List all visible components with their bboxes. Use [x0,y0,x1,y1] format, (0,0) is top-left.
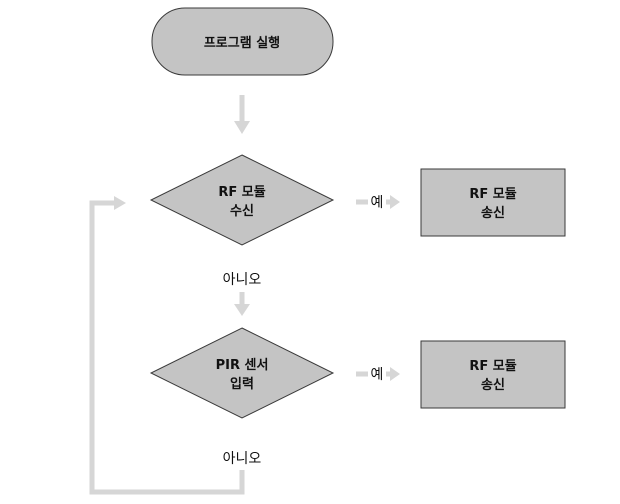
arrow-start-to-rf-receive-head [234,121,250,134]
decision-pir-input-line2: 입력 [230,377,254,392]
arrow-no-1-head [234,304,250,316]
decision-rf-receive [149,154,335,246]
loop-back-connector [89,200,245,495]
arrow-yes-2-head [390,367,400,381]
action-rf-send-2-line2: 송신 [481,378,505,393]
decision-rf-receive-line2: 수신 [230,204,254,219]
edge-label-no-1: 아니오 [223,272,262,288]
edge-label-yes-2: 예 [371,367,384,383]
decision-pir-input-line1: PIR 센서 [216,357,269,373]
edge-label-no-2: 아니오 [223,451,262,467]
action-rf-send-1 [420,168,566,237]
action-rf-send-1-line1: RF 모듈 [469,187,516,202]
action-rf-send-1-line2: 송신 [481,206,505,221]
loop-back-arrow-head [114,196,126,210]
start-label: 프로그램 실행 [204,35,280,51]
decision-rf-receive-line1: RF 모듈 [218,185,265,200]
action-rf-send-2-line1: RF 모듈 [469,359,516,374]
decision-pir-input [149,327,335,419]
action-rf-send-2 [420,340,566,409]
edge-label-yes-1: 예 [371,195,384,211]
arrow-yes-1-head [390,195,400,209]
start-terminal [151,7,334,76]
